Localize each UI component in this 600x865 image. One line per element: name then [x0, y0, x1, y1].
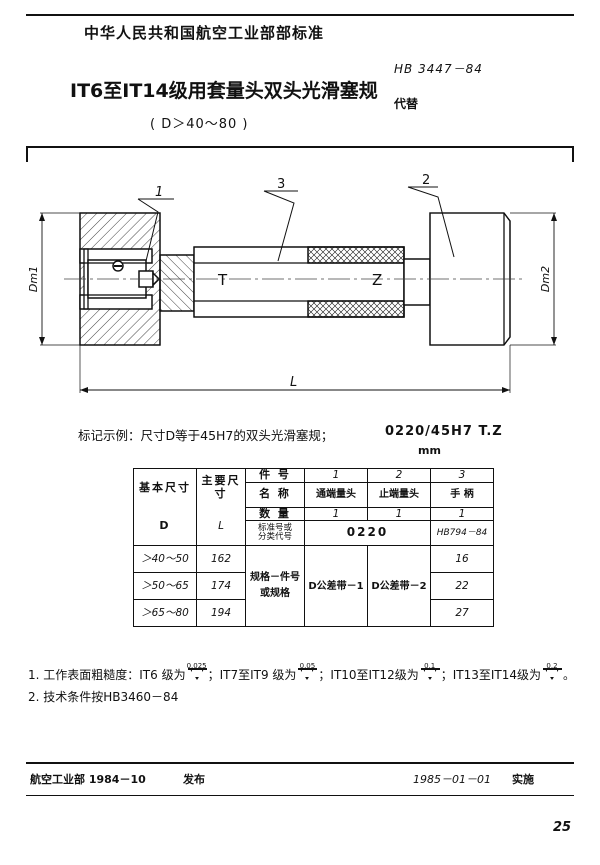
part-no-3: 3 — [430, 468, 494, 483]
roughness-value-1: 0.025 — [186, 662, 207, 670]
table-row: 基本尺寸 主要尺寸 件 号 1 2 3 — [133, 468, 494, 508]
note-2: 2. 技术条件按HB3460－84 — [28, 690, 179, 705]
standard-code-part-3: HB794－84 — [430, 520, 494, 547]
row-header-part-no: 件 号 — [245, 468, 305, 483]
part-name-2: 止端量头 — [367, 481, 431, 508]
part-name-3: 手 柄 — [430, 481, 494, 508]
table-row: D L 数 量 1 1 1 — [133, 506, 494, 546]
roughness-symbol-2: 0.05 — [296, 662, 318, 681]
frame-tick-right — [572, 146, 574, 162]
frame-tick-left — [26, 146, 28, 162]
footer-publish-label: 发布 — [183, 773, 205, 786]
spec-part-1: D公差带－1 — [304, 545, 368, 628]
table-row: ＞65～80 194 27 — [133, 599, 494, 628]
row-header-spec: 规格－件号 或规格 — [245, 545, 305, 628]
roughness-value-4: 0.2 — [546, 662, 558, 670]
dimension-label-D2: Dm2 — [539, 266, 552, 292]
size-range-1: ＞40～50 — [133, 545, 197, 574]
part-qty-2: 1 — [367, 506, 431, 522]
page-title: IT6至IT14级用套量头双头光滑塞规 — [70, 80, 378, 102]
note-1-mid-1: ；IT7至IT9 级为 — [207, 668, 297, 682]
handle-size-3: 27 — [430, 599, 494, 628]
row-header-qty: 数 量 — [245, 506, 305, 522]
handle-size-1: 16 — [430, 545, 494, 574]
note-1-mid-3: ；IT13至IT14级为 — [440, 668, 541, 682]
part-name-1: 通端量头 — [304, 481, 368, 508]
length-2: 174 — [196, 572, 246, 601]
marking-unit: mm — [418, 444, 441, 457]
table-row: ＞50～65 174 22 — [133, 572, 494, 601]
table-row: 标准号或 分类代号 0220 HB794－84 — [134, 520, 494, 547]
col-symbol-D: D — [133, 507, 197, 546]
dimension-label-D1: Dm1 — [27, 266, 40, 292]
row-header-name: 名 称 — [245, 481, 305, 508]
length-3: 194 — [196, 599, 246, 628]
roughness-symbol-1: 0.025 — [186, 662, 208, 681]
part-no-1: 1 — [304, 468, 368, 483]
row-header-standard-no: 标准号或 分类代号 — [245, 520, 305, 547]
footer-effective-date: 1985－01－01 — [413, 773, 491, 786]
standard-code-parts-1-2: 0220 — [304, 520, 431, 547]
col-header-main-size: 主要尺寸 — [196, 468, 246, 508]
note-1-suffix: 。 — [562, 668, 575, 682]
col-symbol-L: L — [196, 507, 246, 546]
roughness-value-2: 0.05 — [299, 662, 316, 670]
size-range-2: ＞50～65 — [133, 572, 197, 601]
marking-example-text: 标记示例：尺寸D等于45H7的双头光滑塞规； — [78, 428, 334, 443]
callout-label-2: 2 — [422, 173, 430, 188]
roughness-symbol-4: 0.2 — [541, 662, 563, 681]
callout-label-3: 3 — [277, 177, 285, 192]
table-row: 名 称 通端量头 止端量头 手 柄 — [134, 481, 494, 508]
standard-number: HB 3447－84 — [394, 62, 483, 76]
roughness-value-3: 0.1 — [424, 662, 436, 670]
replaces-label: 代替 — [394, 97, 419, 111]
length-1: 162 — [196, 545, 246, 574]
top-rule — [26, 14, 574, 16]
note-1-mid-2: ；IT10至IT12级为 — [318, 668, 419, 682]
part-qty-1: 1 — [304, 506, 368, 522]
gauge-label-Z: Z — [372, 271, 382, 289]
footer-implement-label: 实施 — [512, 773, 534, 786]
footer-rule-top — [26, 762, 574, 764]
spec-part-2: D公差带－2 — [367, 545, 431, 628]
footer-rule-bottom — [26, 795, 574, 796]
part-no-2: 2 — [367, 468, 431, 483]
specification-table: 基本尺寸 主要尺寸 件 号 1 2 3 名 称 通端量头 止端量头 手 柄 D … — [133, 468, 494, 628]
note-1-prefix: 1. 工作表面粗糙度：IT6 级为 — [28, 668, 186, 682]
dimension-label-L: L — [290, 375, 297, 390]
handle-size-2: 22 — [430, 572, 494, 601]
callout-label-1: 1 — [155, 185, 163, 200]
size-range-3: ＞65～80 — [133, 599, 197, 628]
technical-drawing: 1 3 2 T Z Dm1 Dm2 L — [26, 165, 574, 400]
header-rule — [26, 146, 574, 148]
header-organization: 中华人民共和国航空工业部部标准 — [84, 24, 325, 42]
part-qty-3: 1 — [430, 506, 494, 522]
roughness-symbol-3: 0.1 — [419, 662, 441, 681]
gauge-label-T: T — [217, 271, 228, 289]
table-row: ＞40～50 162 规格－件号 或规格 D公差带－1 D公差带－2 16 — [133, 545, 494, 628]
page-subtitle: ( D＞40～80 ) — [150, 117, 249, 132]
footer-issuer: 航空工业部 1984－10 — [30, 773, 146, 786]
col-header-basic-size: 基本尺寸 — [133, 468, 197, 508]
page-number: 25 — [553, 820, 572, 835]
marking-example-code: 0220/45H7 T.Z — [385, 424, 503, 439]
